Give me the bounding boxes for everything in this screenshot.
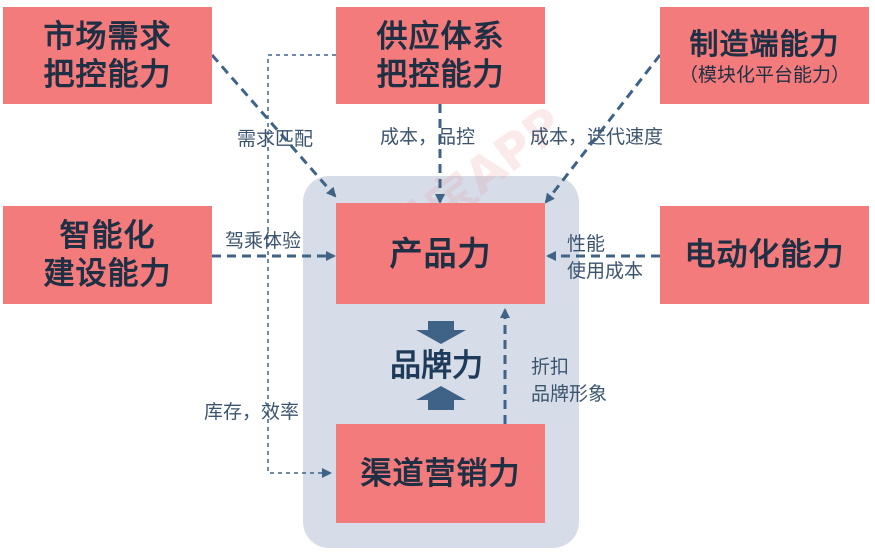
market-demand-line1: 市场需求 bbox=[43, 18, 172, 55]
supply-system-line1: 供应体系 bbox=[376, 18, 505, 55]
market-demand-box: 市场需求 把控能力 bbox=[3, 7, 212, 104]
label-brand-image: 品牌形象 bbox=[531, 383, 608, 405]
intelligent-line1: 智能化 bbox=[59, 218, 156, 254]
brand-arrow-up bbox=[416, 386, 466, 410]
label-cost-quality: 成本，品控 bbox=[380, 126, 476, 148]
intelligent-box: 智能化 建设能力 bbox=[3, 206, 212, 304]
supply-system-box: 供应体系 把控能力 bbox=[336, 7, 545, 104]
arrow-market-to-product bbox=[210, 54, 337, 198]
manufacturing-box: 制造端能力 （模块化平台能力） bbox=[660, 7, 869, 104]
label-cost-iteration: 成本，迭代速度 bbox=[530, 126, 664, 148]
product-power-label: 产品力 bbox=[389, 233, 492, 273]
label-discount: 折扣 bbox=[531, 356, 570, 378]
label-usage-cost: 使用成本 bbox=[567, 260, 644, 282]
intelligent-line2: 建设能力 bbox=[43, 256, 172, 292]
arrow-supply-to-channel bbox=[267, 54, 336, 478]
supply-system-line2: 把控能力 bbox=[376, 56, 505, 93]
brand-power-label: 品牌力 bbox=[390, 348, 483, 384]
market-demand-line2: 把控能力 bbox=[43, 56, 172, 93]
product-power-box: 产品力 bbox=[336, 203, 545, 304]
brand-arrow-down bbox=[416, 321, 466, 344]
manufacturing-line1: 制造端能力 bbox=[689, 26, 840, 61]
label-demand-match: 需求匹配 bbox=[237, 128, 314, 150]
arrow-manufacturing-to-product bbox=[544, 54, 662, 204]
electrification-label: 电动化能力 bbox=[684, 237, 845, 273]
label-inventory-efficiency: 库存，效率 bbox=[204, 401, 300, 423]
label-driving-experience: 驾乘体验 bbox=[225, 230, 302, 252]
channel-marketing-box: 渠道营销力 bbox=[336, 424, 545, 523]
channel-marketing-label: 渠道营销力 bbox=[360, 455, 521, 492]
label-performance: 性能 bbox=[567, 233, 606, 255]
manufacturing-line2: （模块化平台能力） bbox=[678, 63, 850, 86]
electrification-box: 电动化能力 bbox=[660, 206, 869, 304]
